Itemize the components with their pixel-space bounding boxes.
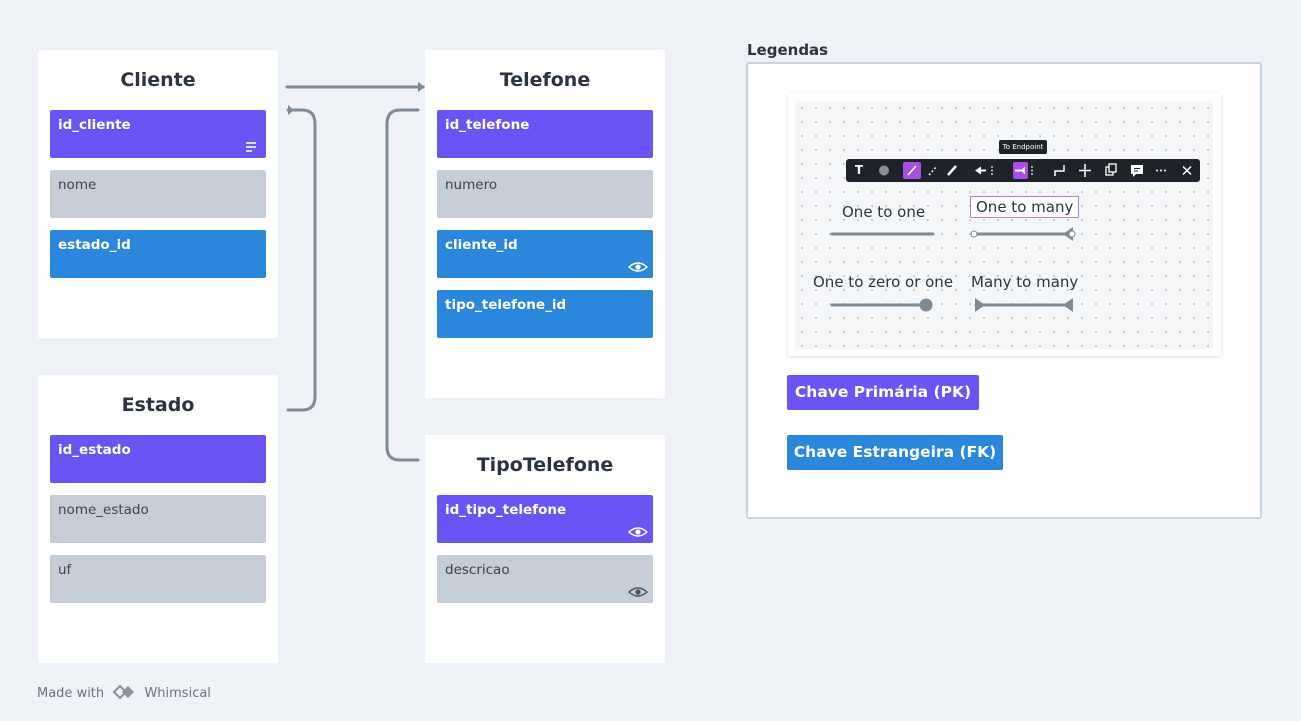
end-endpoint-icon[interactable] xyxy=(1012,159,1036,182)
field-numero[interactable]: numero xyxy=(437,170,653,218)
field-id-estado[interactable]: id_estado xyxy=(50,435,266,483)
connector-estado-cliente xyxy=(286,108,317,412)
field-label: nome_estado xyxy=(58,502,149,518)
field-label: cliente_id xyxy=(445,237,518,253)
entity-telefone[interactable]: Telefone id_telefone numero cliente_id t… xyxy=(425,50,665,398)
legend-many-to-many-label: Many to many xyxy=(971,273,1079,291)
made-with-label: Made with xyxy=(37,686,105,701)
solid-line-icon[interactable] xyxy=(903,162,921,179)
field-id-telefone[interactable]: id_telefone xyxy=(437,110,653,158)
legend-one-to-many-label[interactable]: One to many xyxy=(970,196,1080,218)
field-descricao[interactable]: descricao xyxy=(437,555,653,603)
entity-title: TipoTelefone xyxy=(476,454,614,476)
field-estado-id[interactable]: estado_id xyxy=(50,230,266,278)
entity-title: Estado xyxy=(121,394,195,416)
legend-one-to-zero-or-one-label: One to zero or one xyxy=(813,273,954,291)
pencil-icon[interactable] xyxy=(944,159,960,182)
field-label: descricao xyxy=(445,562,510,578)
more-icon[interactable] xyxy=(1152,159,1170,182)
notes-icon xyxy=(246,142,256,152)
field-nome[interactable]: nome xyxy=(50,170,266,218)
field-label: uf xyxy=(58,562,72,578)
comment-icon[interactable] xyxy=(1128,159,1146,182)
connector-endpoint xyxy=(418,82,425,92)
eye-icon[interactable] xyxy=(628,525,648,539)
eye-icon[interactable] xyxy=(628,260,648,274)
entity-title: Cliente xyxy=(120,69,196,91)
connector-endpoint xyxy=(288,105,294,115)
whimsical-logo-icon xyxy=(112,684,135,700)
eye-icon[interactable] xyxy=(628,585,648,599)
start-endpoint-icon[interactable] xyxy=(972,159,996,182)
field-id-tipo-telefone[interactable]: id_tipo_telefone xyxy=(437,495,653,543)
foreign-key-legend: Chave Estrangeira (FK) xyxy=(787,435,1003,470)
to-endpoint-tooltip: To Endpoint xyxy=(999,140,1047,154)
field-label: id_telefone xyxy=(445,117,530,133)
elbow-connector-icon[interactable] xyxy=(1051,159,1069,182)
entity-estado[interactable]: Estado id_estado nome_estado uf xyxy=(38,375,278,663)
field-uf[interactable]: uf xyxy=(50,555,266,603)
close-icon[interactable] xyxy=(1178,159,1196,182)
entity-cliente[interactable]: Cliente id_cliente nome estado_id xyxy=(38,50,278,338)
entity-tipo-telefone[interactable]: TipoTelefone id_tipo_telefone descricao xyxy=(425,435,665,663)
field-label: estado_id xyxy=(58,237,131,253)
legend-one-to-one-label: One to one xyxy=(842,203,926,221)
field-cliente-id[interactable]: cliente_id xyxy=(437,230,653,278)
field-label: tipo_telefone_id xyxy=(445,297,567,313)
connector-toolbar: T xyxy=(846,159,1200,182)
text-icon[interactable]: T xyxy=(854,163,864,177)
duplicate-icon[interactable] xyxy=(1102,159,1120,182)
made-with-whimsical-link[interactable]: Made with Whimsical xyxy=(37,684,211,701)
entity-title: Telefone xyxy=(499,69,591,91)
field-label: id_cliente xyxy=(58,117,131,133)
field-tipo-telefone-id[interactable]: tipo_telefone_id xyxy=(437,290,653,338)
move-icon[interactable] xyxy=(1076,159,1094,182)
connector-telefone-tipotelefone xyxy=(385,108,420,462)
field-label: id_tipo_telefone xyxy=(445,502,567,518)
whimsical-brand-label: Whimsical xyxy=(144,686,211,701)
field-nome-estado[interactable]: nome_estado xyxy=(50,495,266,543)
field-label: numero xyxy=(445,177,498,193)
dashed-line-icon[interactable] xyxy=(924,159,942,182)
legend-canvas xyxy=(795,101,1213,349)
field-label: nome xyxy=(58,177,97,193)
color-dot-icon[interactable] xyxy=(876,159,892,182)
field-id-cliente[interactable]: id_cliente xyxy=(50,110,266,158)
primary-key-legend: Chave Primária (PK) xyxy=(787,375,979,410)
legend-title: Legendas xyxy=(747,41,829,59)
field-label: id_estado xyxy=(58,442,131,458)
